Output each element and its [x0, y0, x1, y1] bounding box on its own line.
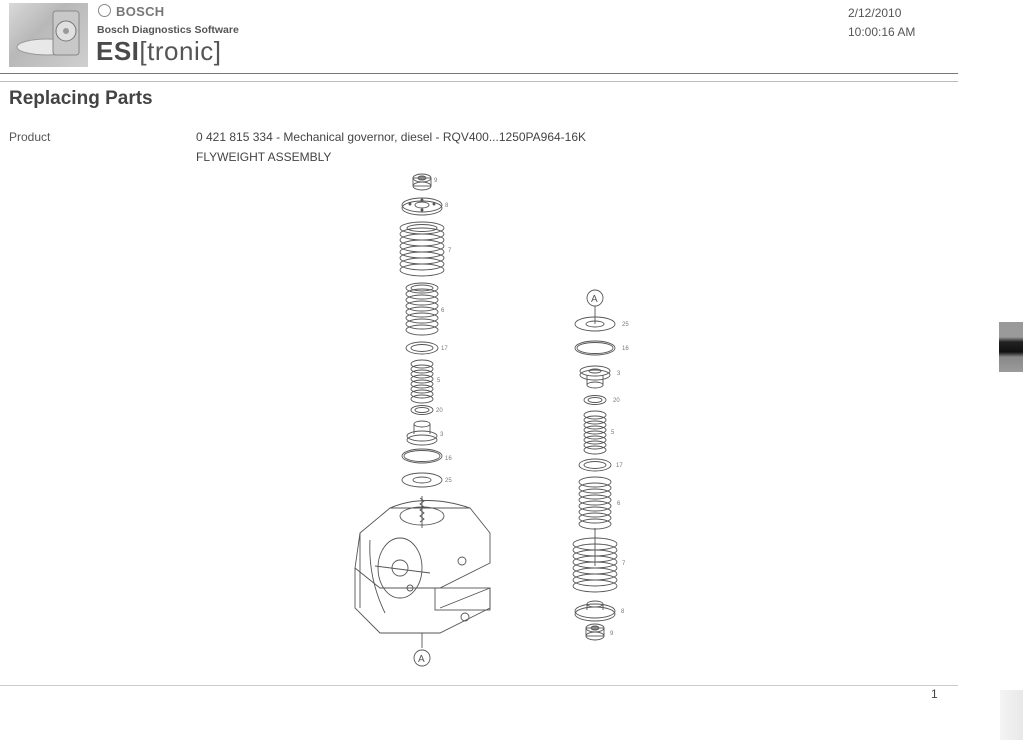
- product-logo-bold: ESI: [96, 36, 140, 66]
- svg-text:25: 25: [622, 322, 629, 328]
- part-8-flange-left: [401, 197, 443, 216]
- svg-text:8: 8: [445, 203, 449, 209]
- svg-text:20: 20: [613, 398, 620, 404]
- svg-text:16: 16: [622, 346, 629, 352]
- bosch-brand: BOSCH: [98, 4, 164, 19]
- svg-text:20: 20: [436, 408, 443, 414]
- part-9-nut-left: [412, 173, 432, 191]
- print-date: 2/12/2010: [848, 6, 902, 20]
- part-9-nut-right: [585, 623, 605, 641]
- svg-text:3: 3: [440, 432, 444, 438]
- svg-text:A: A: [418, 654, 425, 665]
- header-divider-secondary: [0, 81, 958, 82]
- part-8-flange-right: [574, 600, 616, 622]
- part-7-spring-right: [572, 528, 618, 593]
- svg-text:7: 7: [448, 248, 452, 254]
- svg-text:5: 5: [437, 378, 441, 384]
- svg-text:8: 8: [621, 609, 625, 615]
- product-logo: ESI[tronic]: [96, 36, 221, 67]
- footer-divider: [0, 685, 958, 686]
- svg-text:9: 9: [610, 631, 614, 637]
- svg-text:17: 17: [616, 463, 623, 469]
- page-title: Replacing Parts: [9, 88, 153, 109]
- product-label: Product: [9, 130, 51, 144]
- part-7-spring-left: [399, 221, 445, 277]
- header-divider: [0, 73, 958, 74]
- svg-text:9: 9: [434, 178, 438, 184]
- svg-text:25: 25: [445, 478, 452, 484]
- svg-text:17: 17: [441, 346, 448, 352]
- print-time: 10:00:16 AM: [848, 25, 916, 39]
- svg-text:A: A: [591, 294, 598, 305]
- part-16-oring-right: [574, 340, 616, 356]
- product-logo-rest: [tronic]: [139, 36, 222, 66]
- part-20-ring-right: [583, 395, 607, 405]
- part-20-ring-left: [410, 405, 434, 415]
- page-number: 1: [931, 687, 938, 701]
- svg-text:6: 6: [441, 308, 445, 314]
- part-3-seat-left: [406, 420, 438, 446]
- part-16-oring-left: [401, 448, 443, 464]
- reference-marker-a-right: A: [586, 289, 604, 324]
- part-5-spring-left: [410, 359, 434, 404]
- svg-text:6: 6: [617, 501, 621, 507]
- scanner-edge-shadow: [1000, 690, 1023, 740]
- part-17-washer-right: [578, 458, 612, 472]
- part-6-spring-right: [578, 476, 612, 530]
- part-17-washer-left: [405, 341, 439, 355]
- brand-name: BOSCH: [116, 4, 165, 19]
- software-cd-logo-image: [9, 3, 88, 67]
- print-timestamp: 2/12/2010 10:00:16 AM: [848, 4, 915, 42]
- brand-subtitle: Bosch Diagnostics Software: [97, 24, 239, 36]
- svg-text:5: 5: [611, 430, 615, 436]
- flyweight-housing: [354, 496, 491, 648]
- part-3-seat-right: [579, 365, 611, 389]
- part-5-spring-right: [583, 410, 607, 455]
- part-25-disc-right: [574, 316, 616, 332]
- svg-text:7: 7: [622, 561, 626, 567]
- bosch-armature-icon: [98, 4, 111, 17]
- reference-marker-a-left: A: [413, 649, 431, 667]
- part-6-spring-left: [405, 282, 439, 336]
- svg-text:3: 3: [617, 371, 621, 377]
- product-value: 0 421 815 334 - Mechanical governor, die…: [196, 130, 587, 144]
- exploded-parts-diagram: A 9 8 7 6 17 5 20 3 16 25 A: [330, 168, 650, 678]
- svg-text:16: 16: [445, 456, 452, 462]
- part-25-disc-left: [401, 472, 443, 488]
- assembly-name: FLYWEIGHT ASSEMBLY: [196, 150, 332, 164]
- scanner-edge-artifact: [999, 322, 1023, 372]
